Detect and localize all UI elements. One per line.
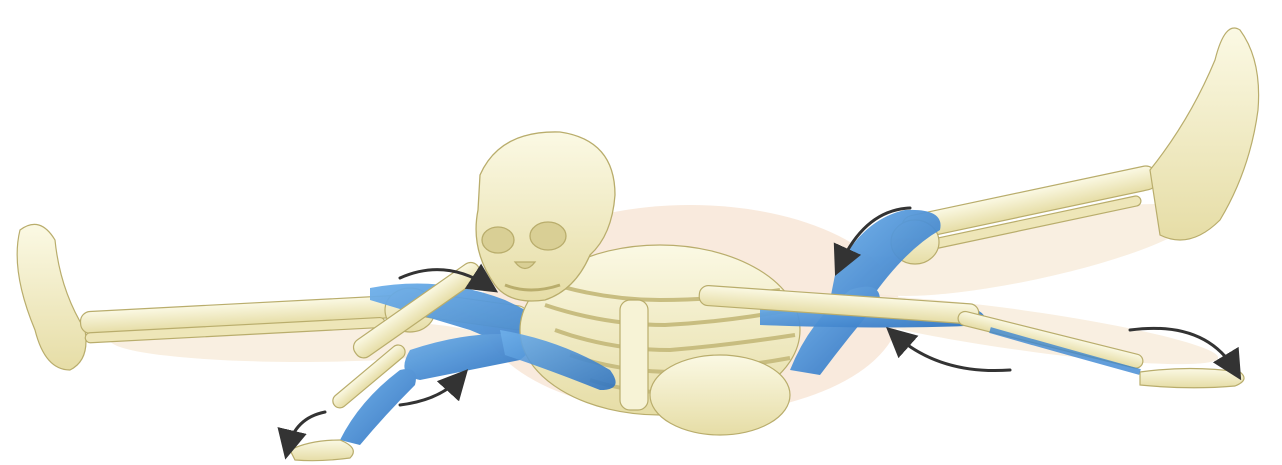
sternum — [620, 300, 648, 410]
left-foot — [17, 224, 86, 370]
pelvis — [650, 355, 790, 435]
right-hand — [1140, 369, 1244, 388]
right-foot — [1150, 28, 1259, 240]
left-hand — [290, 440, 353, 461]
